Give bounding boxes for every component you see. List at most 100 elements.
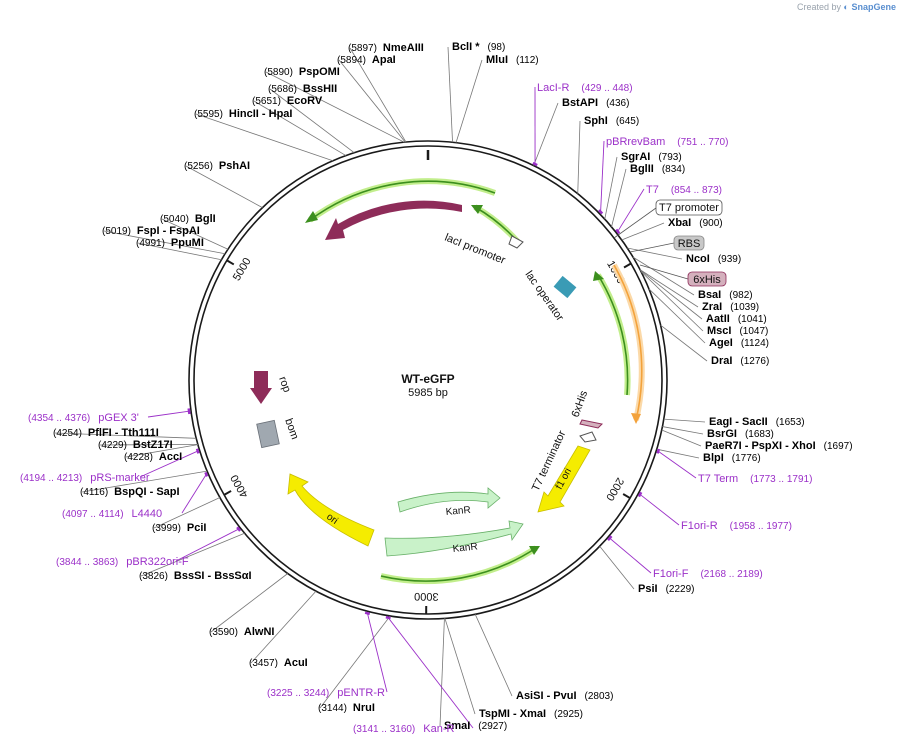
- enzyme-position: (5595): [194, 109, 223, 120]
- enzyme-site[interactable]: (4254)PflFI - Tth111I: [53, 427, 159, 439]
- enzyme-name: PshAI: [219, 160, 250, 172]
- feature-kanr-arrow-2[interactable]: [384, 520, 524, 557]
- feature-ori-arrow[interactable]: [287, 473, 375, 547]
- enzyme-name: BsrGI: [707, 428, 737, 440]
- feature-6xhis-arrow[interactable]: [579, 419, 604, 429]
- feature-t7term-arrow[interactable]: [579, 431, 597, 443]
- enzyme-position: (2229): [666, 584, 695, 595]
- t7promoter-box[interactable]: [655, 199, 723, 216]
- enzyme-site[interactable]: SmaI(2927): [444, 720, 507, 732]
- enzyme-site[interactable]: (3999)PciI: [152, 522, 206, 534]
- enzyme-site[interactable]: (3826)BssSI - BssSαI: [139, 570, 252, 582]
- enzyme-site[interactable]: SphI(645): [584, 115, 639, 127]
- enzyme-site[interactable]: (4991)PpuMI: [136, 237, 204, 249]
- feature-rop-arrow[interactable]: [250, 371, 272, 404]
- enzyme-leader-line: [455, 59, 483, 143]
- primer-site[interactable]: LacI-R(429 .. 448): [537, 82, 633, 94]
- primer-site[interactable]: (4097 .. 4114) L4440: [62, 508, 162, 520]
- 6xhis-box[interactable]: [687, 271, 727, 287]
- enzyme-site[interactable]: (3590)AlwNI: [209, 626, 274, 638]
- enzyme-position: (112): [516, 55, 539, 66]
- primer-site[interactable]: T7(854 .. 873): [646, 184, 722, 196]
- scale-tick-label: 2000: [603, 475, 626, 502]
- feature-laci-arrow[interactable]: [325, 200, 462, 240]
- enzyme-site[interactable]: BglII(834): [630, 163, 685, 175]
- enzyme-leader-line: [639, 269, 699, 308]
- enzyme-site[interactable]: MscI(1047): [707, 325, 768, 337]
- feature-lacop-box[interactable]: [553, 275, 577, 299]
- orf-lacipro-head: [471, 205, 483, 214]
- enzyme-site[interactable]: (5040)BglI: [160, 213, 216, 225]
- primer-site[interactable]: (3141 .. 3160)Kan-R: [353, 723, 455, 735]
- enzyme-site[interactable]: AsiSI - PvuI(2803): [516, 690, 613, 702]
- enzyme-site[interactable]: (5595)HincII - HpaI: [194, 108, 292, 120]
- primer-name: LacI-R: [537, 82, 569, 94]
- enzyme-site[interactable]: (4229)BstZ17I: [98, 439, 173, 451]
- enzyme-site[interactable]: MluI(112): [486, 54, 539, 66]
- enzyme-site[interactable]: AgeI(1124): [709, 337, 769, 349]
- enzyme-position: (5019): [102, 226, 131, 237]
- enzyme-site[interactable]: (5651)EcoRV: [252, 95, 323, 107]
- enzyme-leader-line: [250, 590, 317, 664]
- enzyme-leader-line: [99, 443, 198, 446]
- primer-range: (4194 .. 4213): [20, 473, 82, 484]
- feature-kanr-arrow-1[interactable]: [397, 487, 501, 513]
- enzyme-name: PpuMI: [171, 237, 204, 249]
- rbs-box[interactable]: [673, 235, 705, 251]
- enzyme-site[interactable]: (5890)PspOMI: [264, 66, 340, 78]
- enzyme-site[interactable]: BclI *(98): [452, 41, 505, 53]
- enzyme-site[interactable]: BsaI (982): [698, 289, 753, 301]
- enzyme-site[interactable]: ZraI(1039): [702, 301, 759, 313]
- enzyme-site[interactable]: (4116)BspQI - SapI: [80, 486, 180, 498]
- enzyme-site[interactable]: DraI(1276): [711, 355, 769, 367]
- enzyme-site[interactable]: (5897)NmeAIII: [348, 42, 424, 54]
- backbone-inner: [193, 145, 663, 615]
- enzyme-site[interactable]: (4228)AccI: [124, 451, 182, 463]
- primer-site[interactable]: F1ori-R(1958 .. 1977): [681, 520, 792, 532]
- primer-site[interactable]: pBRrevBam(751 .. 770): [606, 136, 728, 148]
- enzyme-site[interactable]: TspMI - XmaI(2925): [479, 708, 583, 720]
- enzyme-position: (982): [729, 290, 752, 301]
- enzyme-site[interactable]: AatII(1041): [706, 313, 767, 325]
- enzyme-position: (3826): [139, 571, 168, 582]
- enzyme-site[interactable]: XbaI(900): [668, 217, 723, 229]
- feature-bom-box[interactable]: [256, 419, 280, 449]
- enzyme-site[interactable]: PaeR7I - PspXI - XhoI(1697): [705, 440, 853, 452]
- primer-site[interactable]: (3844 .. 3863)pBR322ori-F: [56, 556, 189, 568]
- primer-name: L4440: [132, 508, 163, 520]
- enzyme-site[interactable]: (5019)FspI - FspAI: [102, 225, 200, 237]
- feature-lacipro-arrow[interactable]: [508, 235, 524, 249]
- snapgene-credit: Created by ◐ SnapGene: [797, 2, 896, 12]
- enzyme-site[interactable]: (3457)AcuI: [249, 657, 308, 669]
- enzyme-leader-line: [161, 218, 229, 250]
- primer-site[interactable]: (4194 .. 4213)pRS-marker: [20, 472, 150, 484]
- primer-range: (4097 .. 4114): [62, 509, 124, 520]
- enzyme-site[interactable]: EagI - SacII(1653): [709, 416, 805, 428]
- feature-f1ori-arrow[interactable]: [537, 445, 591, 513]
- enzyme-site[interactable]: (5686)BssHII: [268, 83, 337, 95]
- enzyme-site[interactable]: BstAPI(436): [562, 97, 629, 109]
- enzyme-site[interactable]: BsrGI(1683): [707, 428, 774, 440]
- enzyme-site[interactable]: BlpI(1776): [703, 452, 761, 464]
- primer-site[interactable]: F1ori-F(2168 .. 2189): [653, 568, 763, 580]
- orf-kan: [380, 547, 537, 582]
- primer-range: (3141 .. 3160): [353, 724, 415, 735]
- enzyme-site[interactable]: (5894)ApaI: [337, 54, 396, 66]
- enzyme-name: AsiSI - PvuI: [516, 690, 577, 702]
- enzyme-site[interactable]: (3144)NruI: [318, 702, 375, 714]
- enzyme-position: (5890): [264, 67, 293, 78]
- enzyme-site[interactable]: NcoI(939): [686, 253, 741, 265]
- primer-site[interactable]: (3225 .. 3244)pENTR-R: [267, 687, 385, 699]
- enzyme-name: BstZ17I: [133, 439, 173, 451]
- enzyme-site[interactable]: (5256)PshAI: [184, 160, 250, 172]
- enzyme-site[interactable]: SgrAI(793): [621, 151, 682, 163]
- primer-range: (751 .. 770): [677, 137, 728, 148]
- enzyme-position: (793): [658, 152, 681, 163]
- enzyme-site[interactable]: PsiI(2229): [638, 583, 694, 595]
- primer-site[interactable]: (4354 .. 4376)pGEX 3': [28, 412, 139, 424]
- primer-leader-line: [147, 410, 190, 418]
- enzyme-name: BspQI - SapI: [114, 486, 179, 498]
- enzyme-name: NmeAIII: [383, 42, 424, 54]
- enzyme-name: BsaI: [698, 289, 721, 301]
- primer-site[interactable]: T7 Term(1773 .. 1791): [698, 473, 812, 485]
